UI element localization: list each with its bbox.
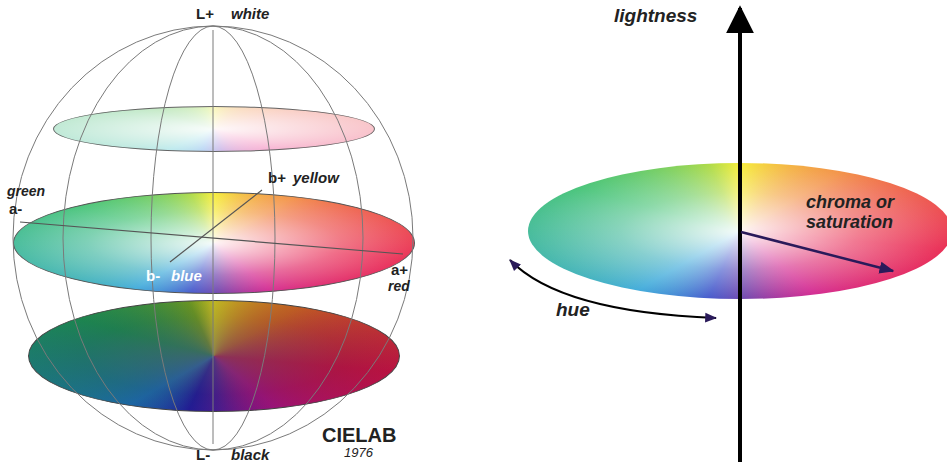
axis-end-label: a+ — [391, 262, 408, 279]
axis-end-label: b- — [146, 268, 160, 285]
hue-arrow — [510, 260, 716, 318]
lightness-axis — [738, 8, 742, 462]
axis-end-label: L- — [196, 447, 210, 464]
axis-color-label: black — [231, 447, 269, 464]
axis-end-label: a- — [9, 201, 22, 218]
lightness-slice-top — [53, 106, 375, 152]
hue-label: hue — [556, 300, 590, 321]
lightness-slice-middle — [13, 192, 415, 294]
chroma-label: chroma or saturation — [806, 193, 936, 233]
title-label: CIELAB — [322, 424, 396, 446]
year-label: 1976 — [344, 446, 373, 460]
axis-color-label: green — [7, 184, 45, 199]
axis-color-label: yellow — [293, 170, 339, 187]
axis-end-label: L+ — [196, 6, 214, 23]
axis-color-label: red — [388, 279, 410, 294]
axis-end-label: b+ — [268, 170, 286, 187]
sphere-wireframe — [13, 26, 413, 450]
axis-color-label: blue — [171, 268, 202, 285]
axis-label: lightness — [614, 6, 697, 27]
axis-color-label: white — [231, 6, 269, 23]
chroma-arrow — [741, 232, 893, 271]
lab-axes — [20, 190, 403, 262]
lightness-slice-bottom — [28, 300, 400, 412]
